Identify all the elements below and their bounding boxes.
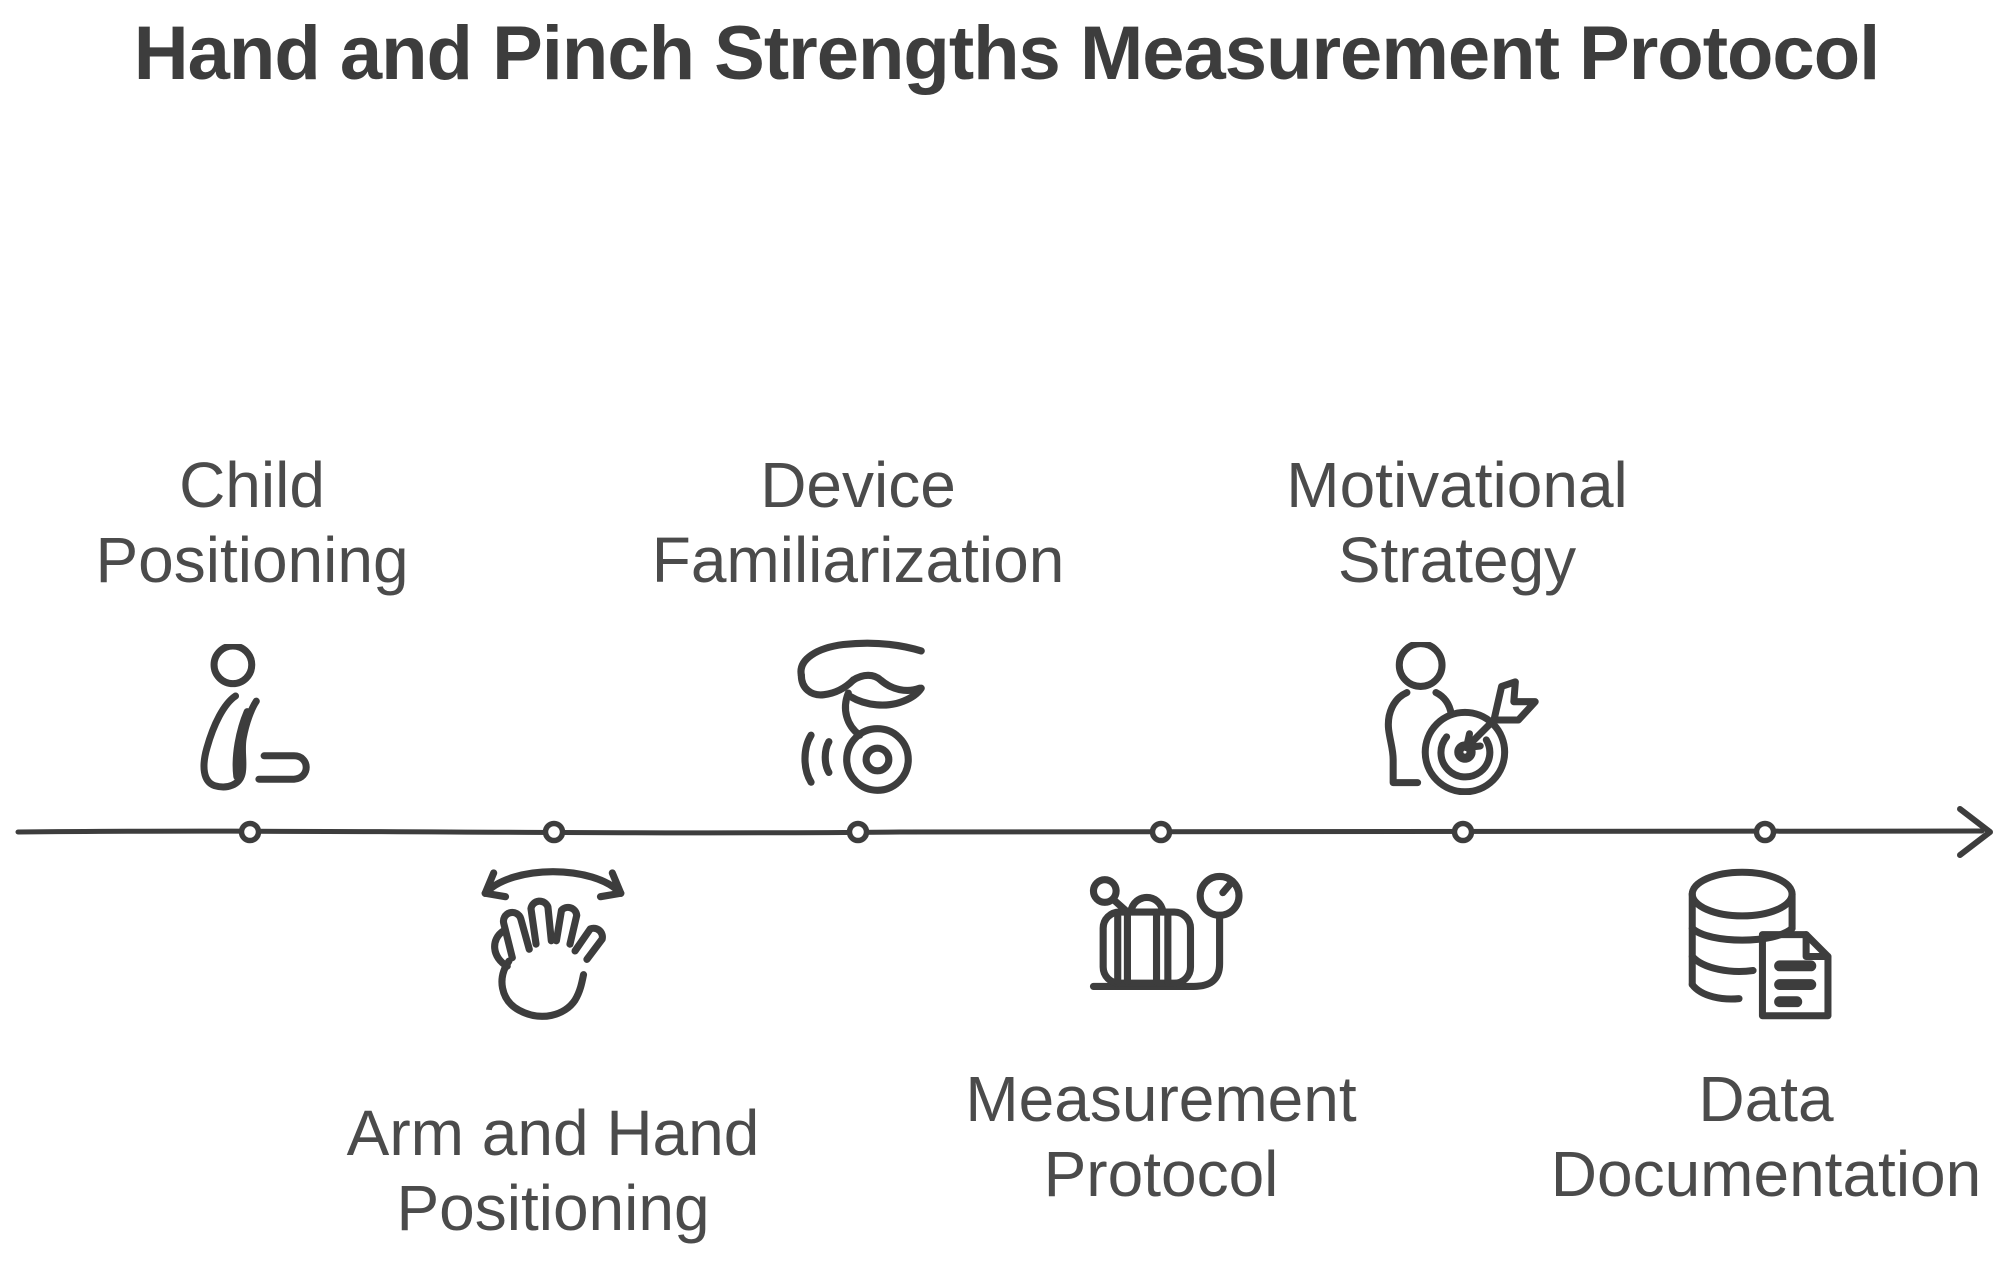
label-line: Measurement: [965, 1063, 1357, 1135]
timeline-line: [15, 828, 1985, 836]
child-sitting-icon: [200, 644, 310, 791]
waving-hand-sway-icon: [481, 868, 625, 1020]
label-line: Positioning: [396, 1171, 710, 1244]
step-label-motivational-strategy: Motivational Strategy: [1177, 448, 1737, 598]
hand-pinch-device-icon: [797, 639, 925, 794]
label-line: Data: [1698, 1063, 1834, 1135]
timeline-node-4: [1149, 820, 1173, 844]
label-line: Documentation: [1550, 1137, 1982, 1210]
timeline-node-5: [1451, 820, 1475, 844]
label-line: Child: [179, 449, 325, 521]
database-document-icon: [1688, 868, 1832, 1020]
label-line: Motivational: [1286, 449, 1628, 521]
timeline-arrow-icon: [1957, 806, 1993, 858]
label-line: Positioning: [95, 523, 409, 596]
sway-arc: [481, 868, 625, 897]
timeline-node-3: [846, 820, 870, 844]
step-label-measurement-protocol: Measurement Protocol: [881, 1062, 1441, 1212]
label-line: Protocol: [1043, 1137, 1279, 1210]
page-title: Hand and Pinch Strengths Measurement Pro…: [133, 11, 1881, 96]
label-line: Strategy: [1337, 523, 1577, 596]
step-label-arm-hand-positioning: Arm and Hand Positioning: [273, 1096, 833, 1246]
step-label-device-familiarization: Device Familiarization: [578, 448, 1138, 598]
label-line: Arm and Hand: [346, 1097, 760, 1169]
timeline-node-1: [238, 820, 262, 844]
timeline-axis: [15, 806, 1993, 858]
person-target-icon: [1384, 642, 1539, 795]
luggage-scale-icon: [1089, 872, 1243, 990]
label-line: Familiarization: [651, 523, 1065, 596]
step-label-data-documentation: Data Documentation: [1486, 1062, 2013, 1212]
timeline-node-2: [542, 820, 566, 844]
step-label-child-positioning: Child Positioning: [0, 448, 532, 598]
label-line: Device: [760, 449, 956, 521]
timeline-node-6: [1753, 820, 1777, 844]
